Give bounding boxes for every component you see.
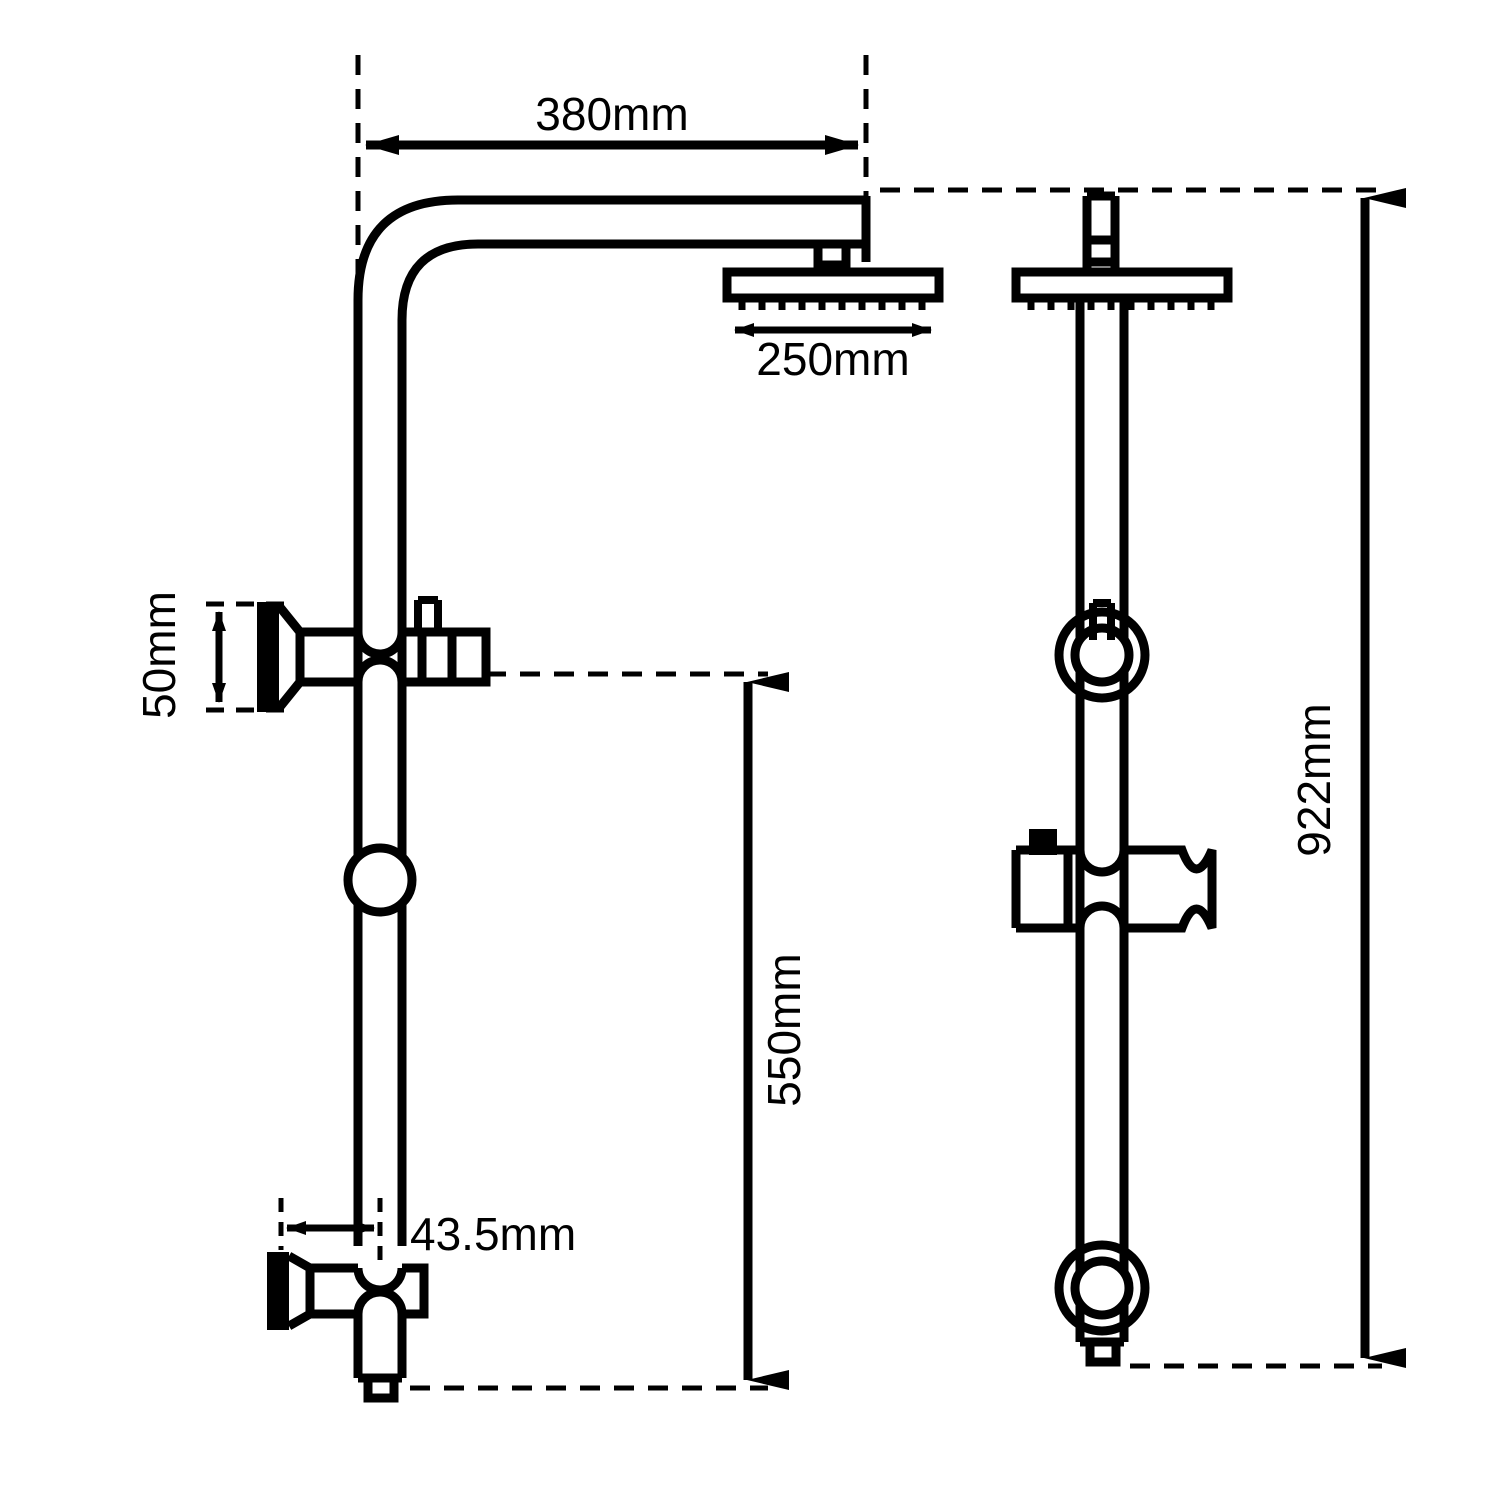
bottom-inlet-elbow-front bbox=[1054, 1240, 1150, 1367]
slider-bracket bbox=[343, 843, 417, 917]
shower-head-nozzles-front bbox=[1027, 298, 1215, 310]
side-elevation-view bbox=[257, 195, 944, 1403]
front-arm-stub bbox=[1082, 191, 1120, 272]
handset-holder bbox=[1011, 829, 1217, 933]
shower-arm bbox=[353, 195, 871, 640]
shower-head-nozzles bbox=[738, 298, 926, 310]
dim-label-50mm: 50mm bbox=[133, 591, 185, 719]
dim-label-922mm: 922mm bbox=[1288, 703, 1340, 856]
diverter-valve bbox=[257, 596, 491, 712]
dim-label-550mm: 550mm bbox=[758, 953, 810, 1106]
front-elevation-view bbox=[1011, 191, 1233, 1367]
rain-shower-head bbox=[722, 267, 944, 310]
dimension-labels: 380mm 250mm 50mm 550mm 922mm 43.5mm bbox=[133, 88, 1340, 1260]
dim-label-43-5mm: 43.5mm bbox=[410, 1208, 576, 1260]
dim-label-250mm: 250mm bbox=[756, 333, 909, 385]
dimension-lines bbox=[206, 55, 1406, 1391]
diverter-valve-front bbox=[1054, 599, 1150, 703]
dim-label-380mm: 380mm bbox=[535, 88, 688, 140]
riser-rail bbox=[353, 640, 407, 1246]
bottom-inlet-elbow bbox=[267, 1252, 429, 1403]
riser-rail-front bbox=[1075, 298, 1129, 1342]
